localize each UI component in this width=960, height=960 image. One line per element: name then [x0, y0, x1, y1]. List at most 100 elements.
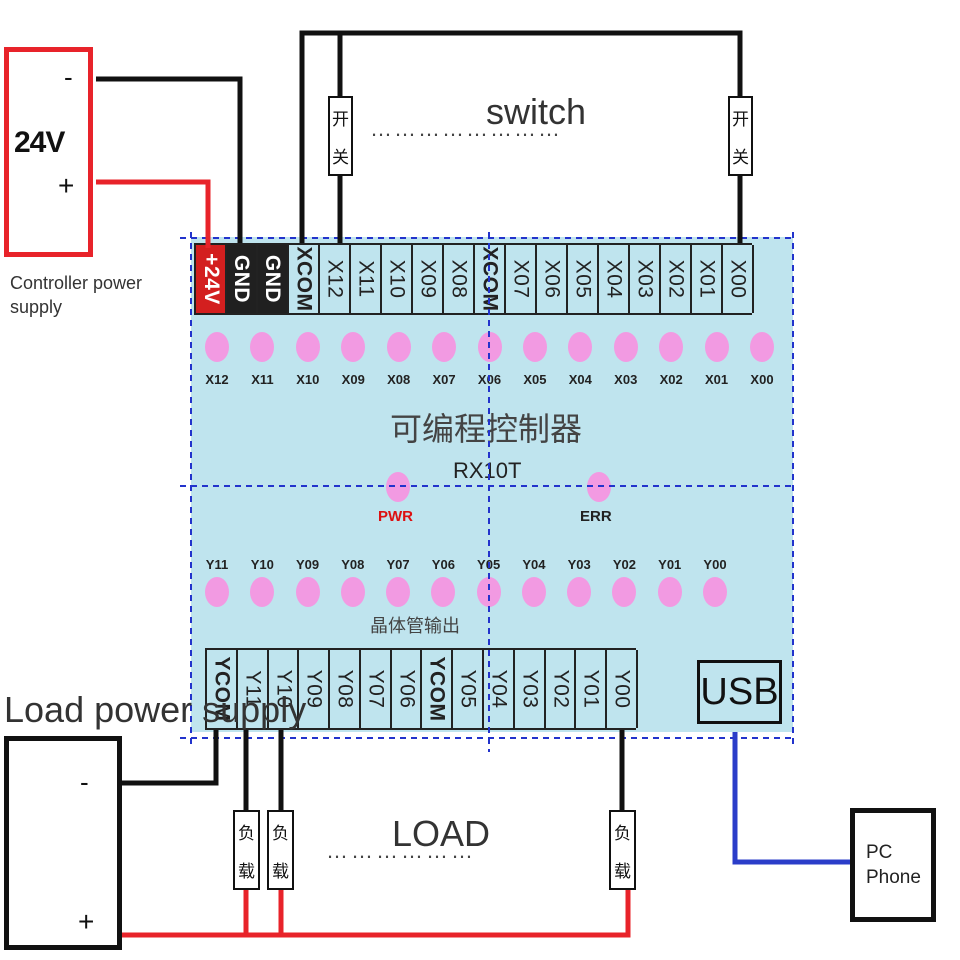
load-2-bottom-char: 载	[272, 861, 289, 882]
load-plus-wire	[122, 888, 631, 938]
output-type-label: 晶体管输出	[370, 616, 460, 637]
output-led-label-y04: Y04	[522, 557, 546, 572]
input-terminal-x03-14: X03	[630, 245, 661, 313]
input-terminal-label: X08	[447, 259, 471, 299]
switch-1-top-char: 开	[332, 109, 349, 130]
input-led-label-x05: X05	[523, 372, 547, 387]
input-terminal-24v-0: +24V	[196, 245, 227, 313]
output-led-label-y01: Y01	[658, 557, 682, 572]
input-terminal-label: X07	[509, 259, 533, 299]
input-led-x11	[250, 332, 275, 362]
output-terminal-y06-6: Y06	[392, 650, 423, 728]
input-terminal-gnd-1: GND	[227, 245, 258, 313]
input-led-label-x00: X00	[750, 372, 774, 387]
output-terminal-y01-12: Y01	[576, 650, 608, 728]
input-terminal-label: X03	[633, 259, 657, 299]
input-led-x05	[522, 332, 547, 362]
pc-phone-label: PC Phone	[866, 842, 921, 888]
output-terminal-label: YCOM	[425, 656, 449, 722]
input-led-label-x09: X09	[341, 372, 365, 387]
switch-label: switch	[486, 91, 587, 132]
load-2: 负 载	[267, 810, 294, 890]
input-terminal-x05-12: X05	[568, 245, 599, 313]
output-led-y06	[431, 577, 456, 607]
output-terminal-y02-11: Y02	[546, 650, 577, 728]
output-led-label-y07: Y07	[386, 557, 410, 572]
err-label: ERR	[580, 508, 612, 525]
switch-1-bottom-char: 关	[332, 147, 349, 168]
input-terminal-label: GND	[230, 254, 254, 304]
load-3-bottom-char: 载	[614, 861, 631, 882]
output-led-label-y05: Y05	[477, 557, 501, 572]
controller-supply-voltage: 24V	[14, 126, 65, 159]
input-led-x03	[613, 332, 638, 362]
switch-2-top-char: 开	[732, 109, 749, 130]
output-terminal-label: Y03	[518, 669, 542, 709]
input-terminal-x02-15: X02	[661, 245, 692, 313]
output-led-y04	[521, 577, 546, 607]
input-terminal-x01-16: X01	[692, 245, 723, 313]
plc-title: 可编程控制器	[390, 410, 583, 448]
input-led-label-x08: X08	[387, 372, 411, 387]
input-terminal-x08-8: X08	[444, 245, 475, 313]
output-led-y11	[205, 577, 229, 607]
input-led-label-x03: X03	[614, 372, 638, 387]
output-led-y05	[476, 577, 501, 607]
output-terminal-y05-8: Y05	[453, 650, 485, 728]
input-led-x01	[704, 332, 729, 362]
load-2-top-char: 负	[272, 823, 289, 844]
output-terminal-y04-9: Y04	[484, 650, 515, 728]
input-terminal-label: X12	[323, 259, 347, 299]
ycom-wire	[122, 730, 219, 786]
output-led-y09	[295, 577, 320, 607]
switch-1: 开 关	[328, 96, 353, 176]
output-led-label-y02: Y02	[612, 557, 637, 572]
output-terminal-label: Y05	[456, 669, 480, 709]
output-terminal-label: Y01	[579, 669, 603, 709]
output-terminal-label: Y02	[549, 669, 573, 709]
input-terminal-label: X02	[664, 259, 688, 299]
output-terminal-y10-2: Y10	[269, 650, 300, 728]
output-terminal-label: Y08	[333, 669, 357, 709]
controller-power-supply	[4, 47, 93, 257]
input-terminal-x04-13: X04	[599, 245, 630, 313]
output-terminal-label: Y07	[364, 669, 388, 709]
usb-port[interactable]: USB	[697, 660, 782, 724]
input-led-x10	[295, 332, 320, 362]
input-led-x04	[568, 332, 593, 362]
input-led-label-x04: X04	[568, 372, 592, 387]
input-terminal-x11-5: X11	[351, 245, 382, 313]
load-power-supply	[4, 736, 122, 950]
output-led-y01	[657, 577, 682, 607]
usb-cable	[732, 732, 850, 865]
load-1-bottom-char: 载	[238, 861, 255, 882]
output-led-y02	[612, 577, 637, 607]
pwr-led	[386, 472, 410, 502]
input-terminal-gnd-2: GND	[258, 245, 289, 313]
controller-supply-caption: Controller power supply	[10, 273, 143, 318]
input-terminal-x09-7: X09	[413, 245, 444, 313]
input-terminal-label: X11	[354, 260, 378, 298]
load-1: 负 载	[233, 810, 260, 890]
err-led	[587, 472, 611, 502]
input-terminal-x10-6: X10	[382, 245, 413, 313]
input-terminal-label: GND	[261, 254, 285, 304]
load-3-top-char: 负	[614, 823, 631, 844]
input-terminal-label: X09	[416, 259, 440, 299]
pc-phone-box	[850, 808, 936, 922]
output-terminal-ycom-7: YCOM	[423, 650, 454, 728]
load-supply-plus: +	[78, 906, 95, 937]
input-led-x06	[477, 332, 502, 362]
input-terminal-label: +24V	[199, 253, 223, 305]
output-led-y07	[386, 577, 411, 607]
input-terminal-label: X06	[540, 259, 564, 299]
input-terminal-label: X10	[385, 259, 409, 299]
output-led-label-y10: Y10	[250, 557, 274, 572]
input-terminal-label: X04	[602, 259, 626, 299]
output-terminal-label: Y00	[610, 669, 634, 709]
output-terminal-ycom-0: YCOM	[207, 650, 238, 728]
output-led-y00	[703, 577, 727, 607]
input-led-label-x12: X12	[205, 372, 229, 387]
output-terminal-label: Y06	[395, 669, 419, 709]
